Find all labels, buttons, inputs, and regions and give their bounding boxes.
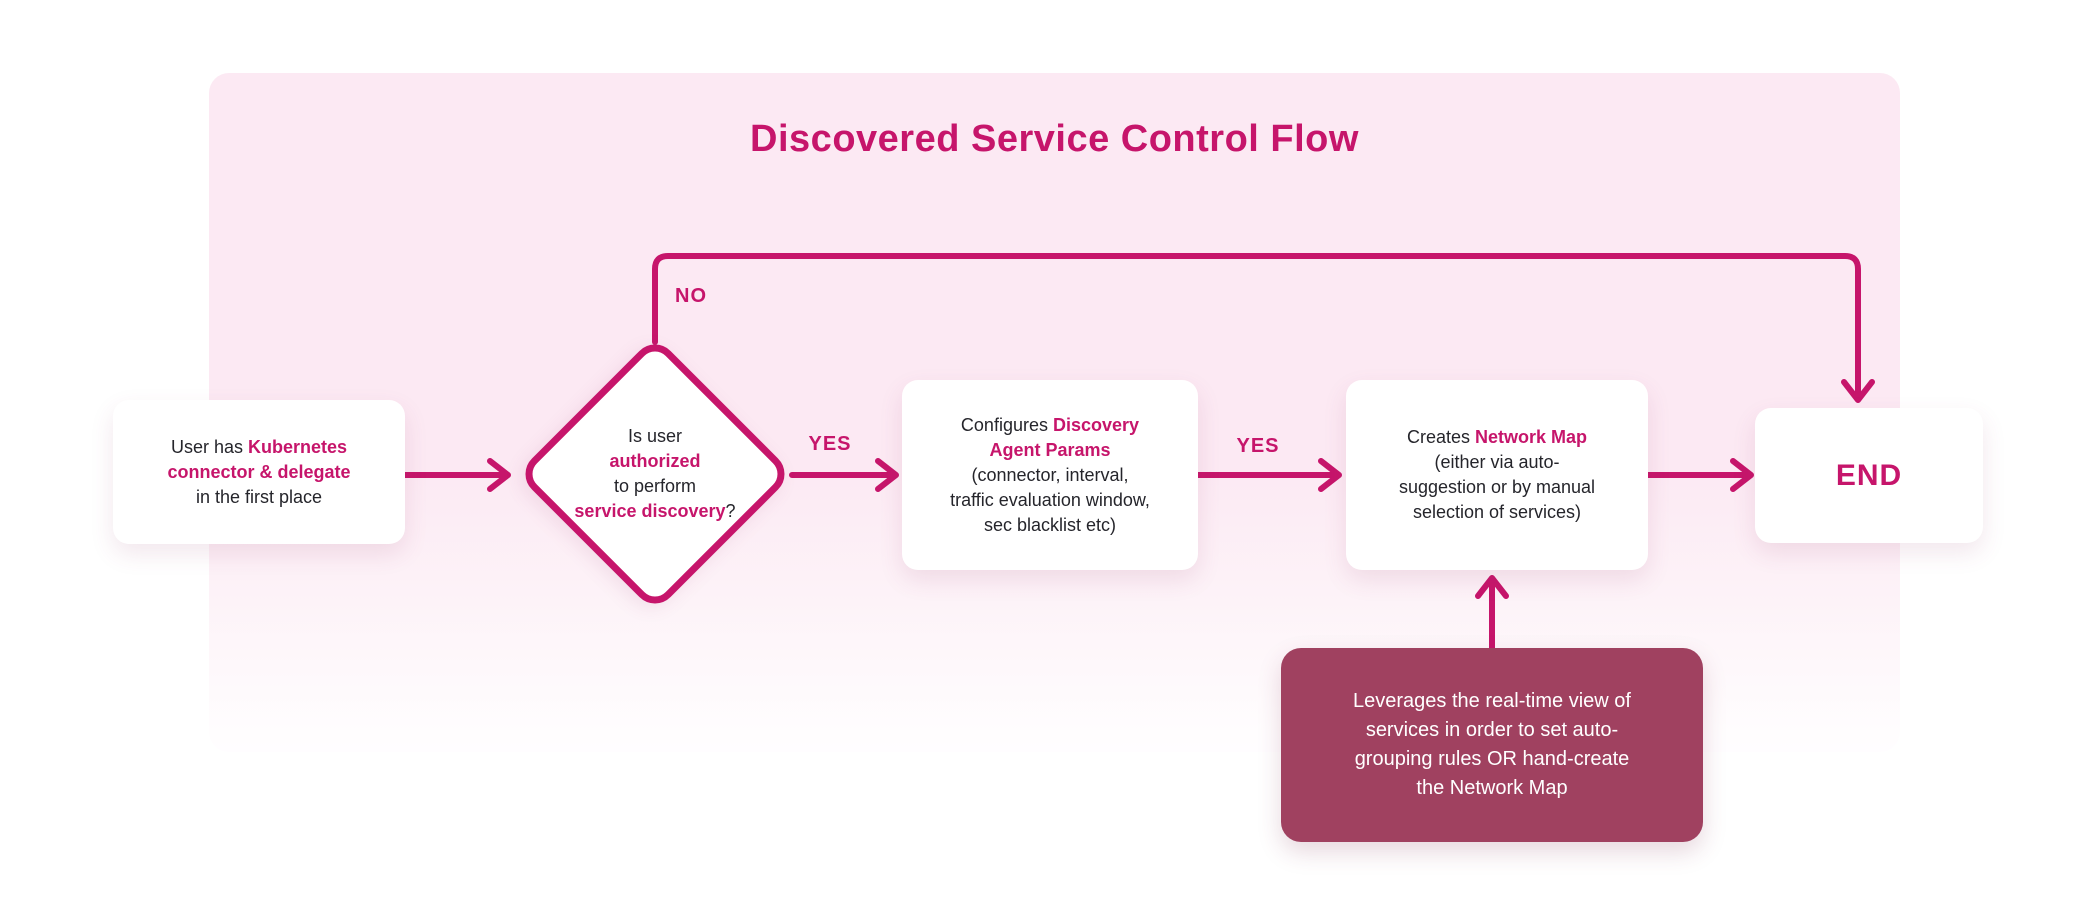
- edge-label-no: NO: [675, 285, 707, 307]
- edge-label-yes-2: YES: [1236, 435, 1280, 457]
- edge-label-yes-1: YES: [808, 433, 852, 455]
- node-decision: Is user authorized to perform service di…: [545, 376, 765, 572]
- node-decision-label: Is user authorized to perform service di…: [574, 426, 736, 521]
- page-title: Discovered Service Control Flow: [750, 118, 1359, 160]
- node-configure-params: Configures Discovery Agent Params (conne…: [902, 380, 1198, 570]
- node-start-label: User has Kubernetes connector & delegate…: [167, 436, 351, 507]
- note-box: Leverages the real-time view of services…: [1281, 648, 1703, 842]
- node-create-label: Creates Network Map (either via auto- su…: [1398, 427, 1596, 522]
- node-configure-label: Configures Discovery Agent Params (conne…: [950, 414, 1150, 535]
- node-end: END: [1755, 408, 1983, 543]
- node-end-label: END: [1835, 459, 1903, 492]
- node-start: User has Kubernetes connector & delegate…: [113, 400, 405, 544]
- note-label: Leverages the real-time view of services…: [1353, 690, 1631, 799]
- node-create-network-map: Creates Network Map (either via auto- su…: [1346, 380, 1648, 570]
